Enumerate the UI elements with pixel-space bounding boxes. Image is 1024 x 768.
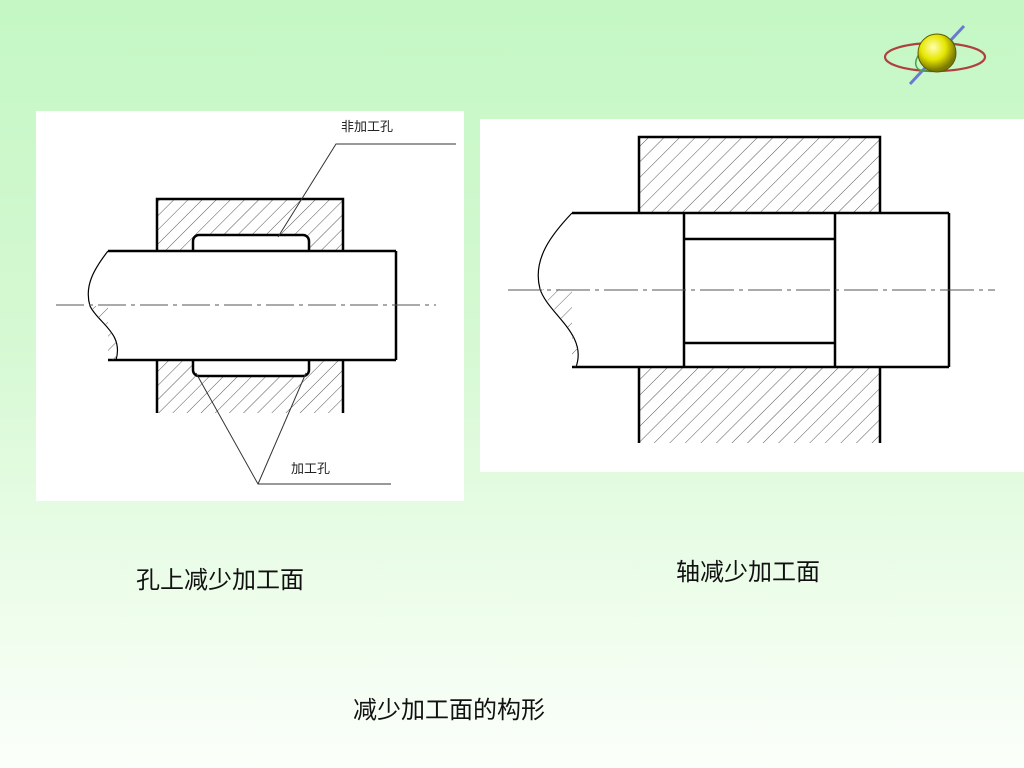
atom-globe-icon: [883, 24, 987, 86]
hole-diagram-panel: 非加工孔 加工孔: [36, 111, 464, 501]
label-machined-hole: 加工孔: [291, 462, 330, 477]
page-title: 减少加工面的构形: [353, 696, 545, 724]
caption-shaft: 轴减少加工面: [676, 558, 820, 586]
leader-top: [277, 143, 456, 238]
caption-hole: 孔上减少加工面: [136, 566, 304, 594]
label-non-machined-hole: 非加工孔: [341, 120, 393, 135]
housing-lower-section: [639, 367, 880, 443]
housing-upper-section: [639, 137, 880, 213]
shaft-diagram-panel: [480, 119, 1024, 472]
